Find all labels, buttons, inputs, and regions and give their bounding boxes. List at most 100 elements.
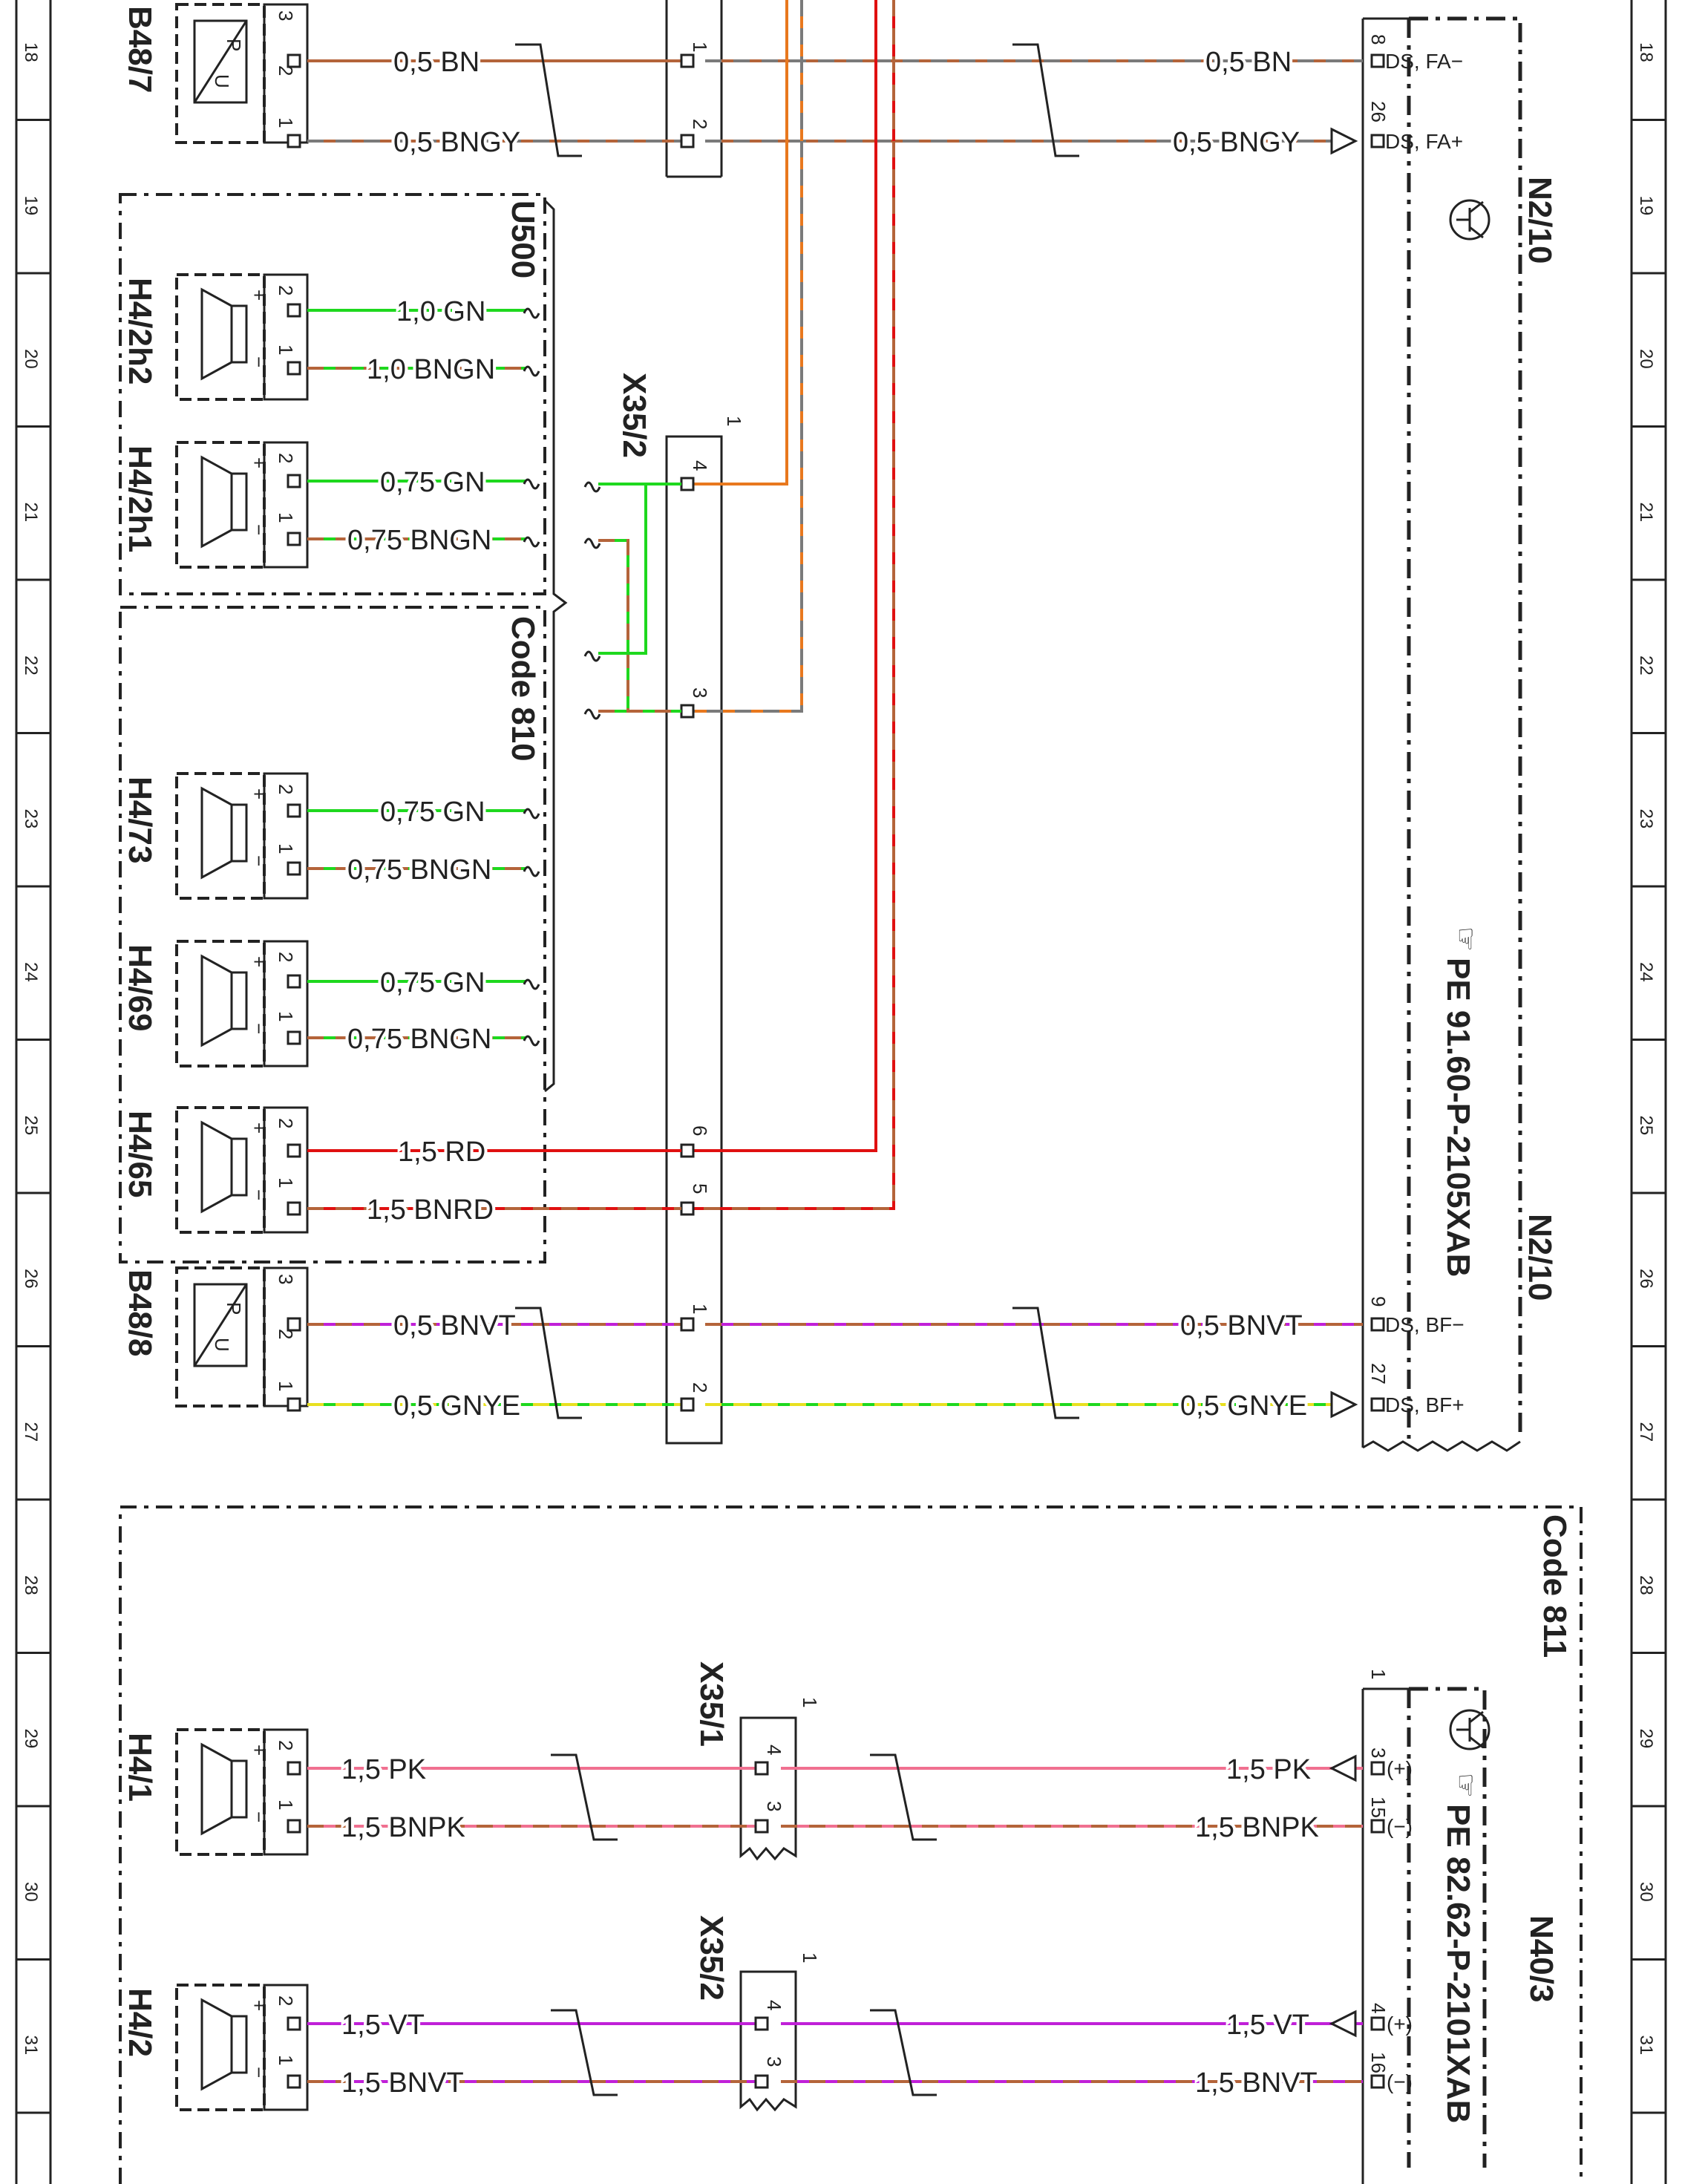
x35-pin-1-b: 1 [689,1304,711,1314]
speaker-minus-mark: − [248,1811,270,1822]
speaker-minus-mark: − [248,1023,270,1034]
pin-terminal [680,1397,695,1412]
pressure-sensor-icon [193,19,248,104]
pin-terminal [680,1317,695,1332]
pin-terminal [1370,53,1385,68]
x35-pin-2-b: 2 [689,1382,711,1393]
pin-number: 1 [275,843,297,854]
n40-h4-2-pin-a: 4 [1367,2003,1390,2013]
open-end-mark [523,978,540,990]
zone-number: 19 [21,196,41,216]
sensor-pin-block [263,1266,309,1407]
n2-pin-8: 8 [1367,34,1390,45]
pin-number: 1 [275,1381,297,1391]
pin-terminal [1370,1819,1385,1834]
pin-number: 1 [275,117,297,128]
x35-2-pin1-marker: 1 [723,416,745,426]
open-end-mark [523,808,540,820]
pin-terminal [754,2074,769,2089]
h4-1-speaker: + − 2 1 H4/1 [122,1728,309,1856]
signal-ds-bf-plus: DS, BF+ [1385,1393,1465,1416]
n40-h4-1-pin-a: 3 [1367,1747,1390,1758]
zone-number: 20 [1636,349,1656,369]
pin-number: 2 [275,285,297,295]
speaker-coil [230,1137,248,1197]
zone-number: 25 [1636,1116,1656,1136]
wire-red-vertical [681,0,877,1152]
signal-ds-fa-minus: DS, FA− [1385,50,1463,73]
zone-number: 19 [1636,196,1656,216]
pin-terminal [287,1143,301,1158]
pin-number: 2 [275,952,297,962]
x35-pin-6: 6 [689,1125,711,1136]
n2-10-connector-strip [1361,17,1521,1452]
zone-number: 21 [1636,503,1656,523]
u500-label: U500 [505,200,541,278]
open-end-mark [523,365,540,377]
speaker-label: H4/1 [122,1733,158,1802]
pin-number: 1 [275,1799,297,1810]
pin-terminal [754,1819,769,1834]
n40-3-outline [1407,1687,1487,2168]
sensor-letter-u: U [211,1338,233,1352]
wire-label-h4-2-a-right: 1,5 VT [1226,2010,1309,2041]
screening-mark [1012,43,1079,157]
speaker-minus-mark: − [248,2067,270,2078]
speaker-minus-mark: − [248,356,270,367]
pin-terminal [287,1317,301,1332]
x35-2-lower-pin1-marker: 1 [799,1952,821,1963]
pin-number: 2 [275,1995,297,2006]
x35-1-lower-connector [739,1716,797,1861]
wire-label-05-gnye-right: 0,5 GNYE [1180,1390,1307,1422]
n2-pin-9: 9 [1367,1296,1390,1307]
pin-number: 2 [275,1740,297,1750]
wire-label-h4-1-a: 1,5 PK [341,1754,426,1785]
wire-label-05-bnvt-right: 0,5 BNVT [1180,1310,1303,1341]
speaker-label: H4/2 [122,1988,158,2057]
x35-pin-4: 4 [689,460,711,471]
pin-terminal [680,477,695,491]
speaker-plus-mark: + [248,956,270,967]
pin-terminal [1370,2074,1385,2089]
wire-orange-vertical-a [681,0,788,485]
hand-pointer-icon: ☞ [1450,926,1481,952]
speaker-icon [200,954,232,1047]
pin-terminal [287,1397,301,1412]
n40-3-label: N40/3 [1523,1915,1560,2002]
zone-number: 28 [21,1575,41,1595]
pin-terminal [287,1761,301,1776]
zone-number: 31 [1636,2036,1656,2056]
n2-pin-26: 26 [1367,101,1390,122]
signal-h4-1-plus: (+) [1387,1757,1413,1780]
zone-number: 30 [21,1882,41,1902]
pin-number: 3 [275,1274,297,1284]
wire-orange-vertical-b-stripe [681,0,803,713]
speaker-coil [230,1759,248,1819]
wire-label-h4-2-b-right: 1,5 BNVT [1195,2067,1318,2099]
pin-terminal [287,974,301,989]
speaker-plus-mark: + [248,1745,270,1756]
open-end-mark [583,708,601,720]
speaker-pin-block [263,772,309,900]
pin-terminal [287,53,301,68]
wire-label-05-bn-right: 0,5 BN [1205,47,1292,78]
speaker-coil [230,304,248,364]
pin-terminal [287,1819,301,1834]
speaker-icon [200,455,232,549]
speaker-plus-mark: + [248,457,270,468]
n2-10-outline [1407,16,1522,1439]
speaker-pin-block [263,940,309,1068]
speaker-coil [230,2015,248,2074]
speaker-pin-block [263,441,309,569]
wire-label-h4-1-a-right: 1,5 PK [1226,1754,1311,1785]
zone-number: 22 [1636,655,1656,676]
zone-number: 18 [21,42,41,62]
pin-terminal [680,1143,695,1158]
signal-ds-bf-minus: DS, BF− [1385,1313,1465,1336]
n2-10-label-top: N2/10 [1522,177,1558,264]
speaker-coil [230,803,248,863]
zone-number: 23 [21,809,41,829]
